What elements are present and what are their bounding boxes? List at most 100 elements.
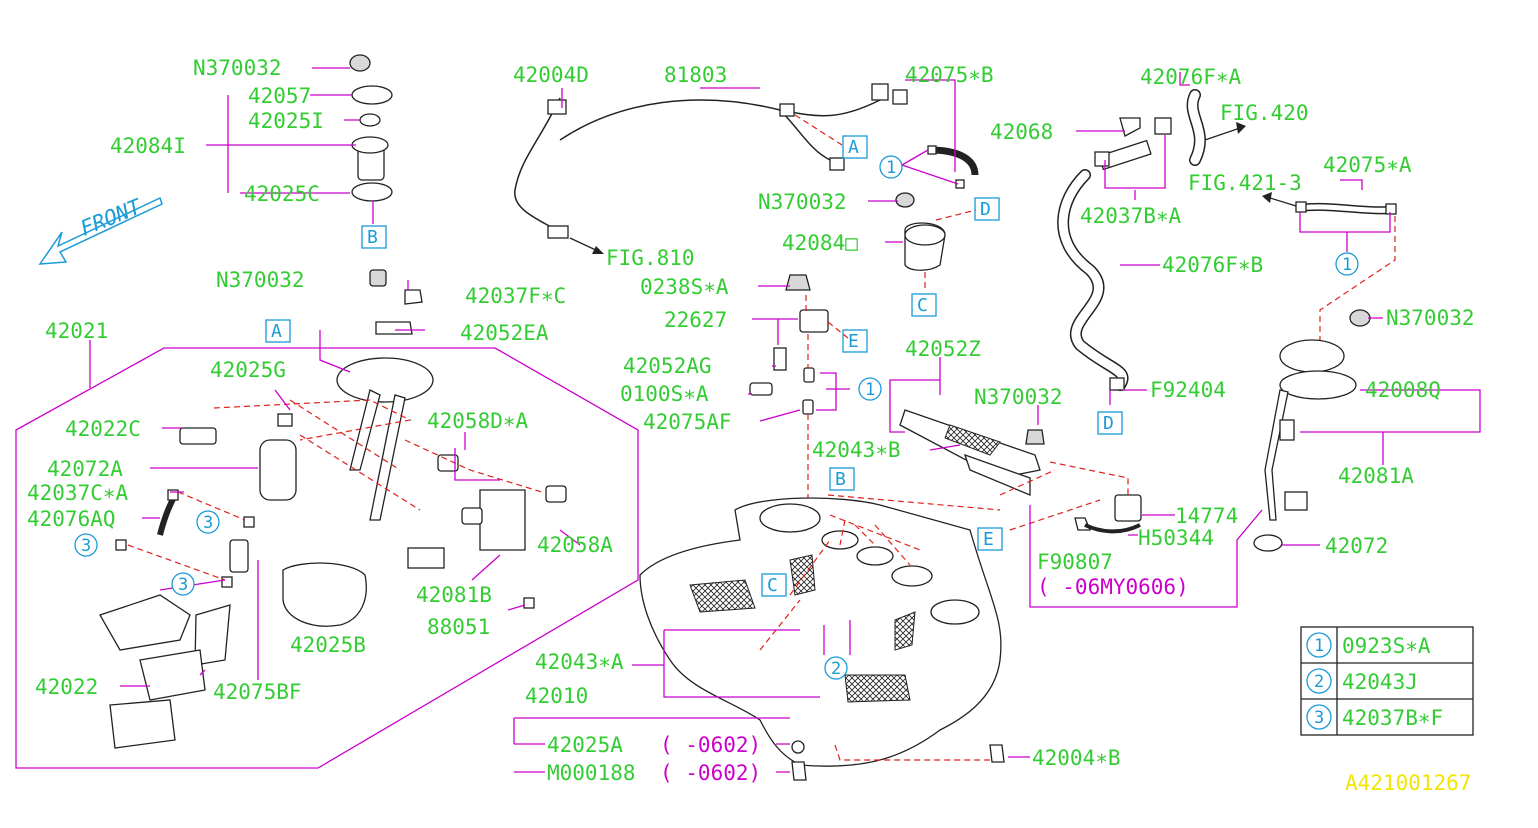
part-42025a: 42025A <box>547 733 623 757</box>
fig-810-ref: FIG.810 <box>606 246 695 270</box>
fig-421-3-ref: FIG.421-3 <box>1188 171 1302 195</box>
part-42043a: 42043∗A <box>535 650 624 674</box>
front-direction-icon: FRONT <box>38 194 163 265</box>
part-42025i: 42025I <box>248 109 324 133</box>
part-42068: 42068 <box>990 120 1053 144</box>
part-m000188-note: ( -0602) <box>660 761 761 785</box>
part-42025g: 42025G <box>210 358 286 382</box>
legend-mark-2: 2 <box>1314 672 1324 692</box>
ref-box-c-top-label: C <box>917 295 928 316</box>
marker-1-c: 1 <box>865 380 875 400</box>
part-42025a-note: ( -0602) <box>660 733 761 757</box>
part-f90807-note: ( -06MY0606) <box>1037 575 1189 599</box>
part-42072a: 42072A <box>47 457 123 481</box>
ref-box-a-top <box>842 135 868 159</box>
part-h50344: H50344 <box>1138 526 1214 550</box>
part-88051: 88051 <box>427 615 490 639</box>
part-42057: 42057 <box>248 84 311 108</box>
part-42075b: 42075∗B <box>905 63 994 87</box>
diagram-id: A421001267 <box>1345 771 1471 795</box>
part-42072: 42072 <box>1325 534 1388 558</box>
part-42076fb: 42076F∗B <box>1162 253 1263 277</box>
ref-box-e-bottom <box>977 527 1003 551</box>
ref-box-b-tank <box>829 467 855 491</box>
part-42075a: 42075∗A <box>1323 153 1412 177</box>
part-14774: 14774 <box>1175 504 1238 528</box>
part-n370032-b: N370032 <box>758 190 847 214</box>
ref-box-d-bottom <box>1097 411 1123 435</box>
part-42058a: 42058A <box>537 533 613 557</box>
marker-1-a: 1 <box>886 158 896 178</box>
part-42037fc: 42037F∗C <box>465 284 566 308</box>
ref-box-e-top <box>842 329 868 353</box>
part-22627: 22627 <box>664 308 727 332</box>
ref-box-c-tank-label: C <box>767 575 778 596</box>
part-42075af: 42075AF <box>643 410 732 434</box>
filler-hose-group: 42068 42076F∗A FIG.420 42037B∗A 42076F∗B… <box>990 65 1309 435</box>
ref-box-a-top-label: A <box>848 137 859 158</box>
part-f90807: F90807 <box>1037 550 1113 574</box>
part-42021: 42021 <box>45 319 108 343</box>
ref-box-b-label: B <box>367 227 378 248</box>
fuel-tank-group: 2 42043∗A 42010 42025A ( -0602) M000188 … <box>513 467 1121 785</box>
ref-box-b <box>361 225 387 249</box>
ref-box-e-bottom-label: E <box>983 529 994 550</box>
part-0238sa: 0238S∗A <box>640 275 729 299</box>
harness-group: 42004D 81803 FIG.810 A <box>513 63 908 270</box>
legend-table: 1 0923S∗A 2 42043J 3 42037B∗F <box>1300 626 1474 736</box>
marker-3-a: 3 <box>81 536 91 556</box>
marker-3-b: 3 <box>203 513 213 533</box>
legend-part-1: 0923S∗A <box>1342 634 1431 658</box>
front-label: FRONT <box>77 194 146 240</box>
part-42084i: 42084I <box>110 134 186 158</box>
ref-box-c-top <box>911 293 937 317</box>
ref-box-b-tank-label: B <box>835 469 846 490</box>
fig-420-ref: FIG.420 <box>1220 101 1309 125</box>
part-42075bf: 42075BF <box>213 680 302 704</box>
marker-1-b: 1 <box>1342 255 1352 275</box>
part-42037ca: 42037C∗A <box>27 481 129 505</box>
part-42004d: 42004D <box>513 63 589 87</box>
ref-box-d-bottom-label: D <box>1103 413 1114 434</box>
part-0100sa: 0100S∗A <box>620 382 709 406</box>
ref-box-d-top-label: D <box>980 199 991 220</box>
part-n370032-c: N370032 <box>216 268 305 292</box>
ref-box-c-tank <box>761 573 787 597</box>
legend-part-3: 42037B∗F <box>1342 706 1443 730</box>
part-42043b: 42043∗B <box>812 438 901 462</box>
part-42025c: 42025C <box>244 182 320 206</box>
part-42076fa: 42076F∗A <box>1140 65 1242 89</box>
legend-mark-1: 1 <box>1314 636 1324 656</box>
part-42084o: 42084□ <box>782 231 858 255</box>
pump-module-group: 3 3 3 N370032 42037F∗C 42052EA 42021 420… <box>15 268 639 769</box>
part-42081a: 42081A <box>1338 464 1414 488</box>
part-42052z: 42052Z <box>905 337 981 361</box>
part-42008q: 42008Q <box>1365 378 1441 402</box>
part-n370032: N370032 <box>193 56 282 80</box>
part-42052ag: 42052AG <box>623 354 712 378</box>
protector-group: 42052Z N370032 42043∗B <box>812 337 1063 496</box>
part-42010: 42010 <box>525 684 588 708</box>
part-42037ba: 42037B∗A <box>1080 204 1182 228</box>
part-m000188: M000188 <box>547 761 636 785</box>
legend-part-2: 42043J <box>1342 670 1418 694</box>
part-42004b: 42004∗B <box>1032 746 1121 770</box>
marker-3-c: 3 <box>178 575 188 595</box>
part-f92404: F92404 <box>1150 378 1226 402</box>
part-n370032-d: N370032 <box>974 385 1063 409</box>
sender-unit-group: N370032 42057 42025I 42084I 42025C B <box>110 54 393 249</box>
part-42022: 42022 <box>35 675 98 699</box>
part-42025b: 42025B <box>290 633 366 657</box>
part-42052ea: 42052EA <box>460 321 549 345</box>
purge-valve-group: 1 0238S∗A 22627 42052AG 0100S∗A 42075AF … <box>620 274 882 505</box>
part-42081b: 42081B <box>416 583 492 607</box>
vent-valve-group: 1 42075∗B N370032 42084□ D C <box>758 63 1000 317</box>
part-42022c: 42022C <box>65 417 141 441</box>
ref-box-e-top-label: E <box>848 331 859 352</box>
part-81803: 81803 <box>664 63 727 87</box>
legend-mark-3: 3 <box>1314 708 1324 728</box>
part-n370032-e: N370032 <box>1386 306 1475 330</box>
part-42058da: 42058D∗A <box>427 409 529 433</box>
ref-box-a-left-label: A <box>271 321 282 342</box>
